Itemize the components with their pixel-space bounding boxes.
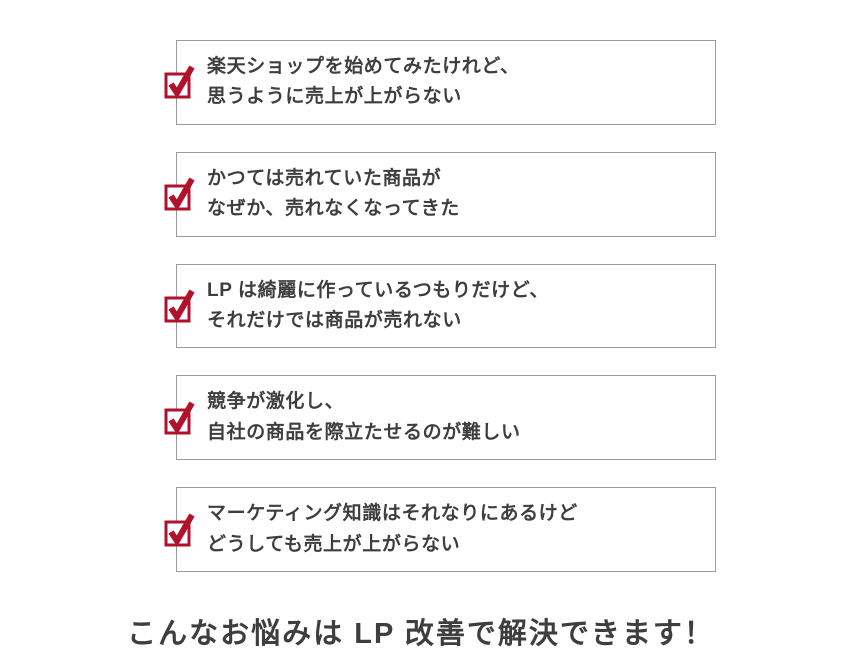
closing-heading: こんなお悩みは LP 改善で解決できます！ <box>127 617 715 650</box>
pain-point-line: 競争が激化し、 <box>207 391 345 413</box>
pain-point-line: マーケティング知識はそれなりにあるけど <box>207 503 578 525</box>
pain-point-line: どうしても売上が上がらない <box>207 533 461 555</box>
pain-point-item: 楽天ショップを始めてみたけれど、 思うように売上が上がらない <box>164 40 716 125</box>
pain-point-line: それだけでは商品が売れない <box>207 309 462 331</box>
pain-point-line: 思うように売上が上がらない <box>207 86 462 108</box>
pain-point-list: 楽天ショップを始めてみたけれど、 思うように売上が上がらない かつては売れていた… <box>164 40 716 572</box>
pain-point-line: なぜか、売れなくなってきた <box>207 198 460 220</box>
pain-point-item: 競争が激化し、 自社の商品を際立たせるのが難しい <box>164 375 716 461</box>
pain-point-item: LP は綺麗に作っているつもりだけど、 それだけでは商品が売れない <box>164 263 716 349</box>
checkmark-icon <box>162 175 196 213</box>
pain-point-line: 楽天ショップを始めてみたけれど、 <box>207 56 520 77</box>
pain-point-line: 自社の商品を際立たせるのが難しい <box>207 421 521 443</box>
checkmark-icon <box>162 287 196 325</box>
pain-point-item: かつては売れていた商品が なぜか、売れなくなってきた <box>164 151 716 237</box>
checkmark-icon <box>162 63 196 101</box>
pain-point-line: LP は綺麗に作っているつもりだけど、 <box>207 279 549 301</box>
checkmark-icon <box>162 511 196 549</box>
checkmark-icon <box>162 399 196 437</box>
pain-point-line: かつては売れていた商品が <box>207 167 442 189</box>
pain-point-item: マーケティング知識はそれなりにあるけど どうしても売上が上がらない <box>164 487 716 572</box>
